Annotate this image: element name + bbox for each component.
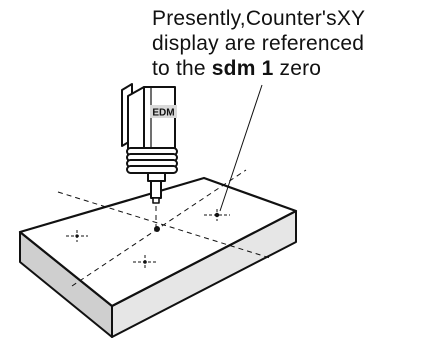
edm-front-body	[143, 86, 176, 153]
caption-line-1: Presently,Counter'sXY	[152, 7, 366, 30]
edm-ring-4	[126, 165, 178, 174]
edm-bellows	[126, 147, 178, 174]
edm-label-plate	[150, 105, 177, 118]
hole-center-left	[75, 234, 79, 238]
caption-line-2: display are referenced	[152, 32, 365, 55]
zero-point	[154, 226, 160, 232]
hole-center-right	[214, 212, 220, 218]
reference-axes	[57, 169, 271, 287]
hole-centers	[75, 212, 220, 264]
electrode	[150, 180, 162, 199]
caption-line-3: to the sdm 1 zero	[152, 56, 442, 81]
caption-line-3-prefix: to the	[152, 57, 212, 80]
leader-line	[219, 84, 263, 212]
electrode-holder	[147, 172, 166, 182]
hole-center-front	[143, 260, 147, 264]
annotation-caption: Presently,Counter'sXY display are refere…	[152, 6, 442, 81]
caption-line-3-bold: sdm 1	[211, 57, 274, 80]
block-top-face	[18, 176, 298, 308]
y-axis-line	[71, 169, 247, 287]
edm-label: EDM	[152, 108, 174, 119]
edm-head: EDM	[121, 83, 178, 204]
workpiece-block	[18, 176, 298, 338]
electrode-tip	[152, 197, 160, 204]
caption-line-3-suffix: zero	[273, 57, 322, 80]
